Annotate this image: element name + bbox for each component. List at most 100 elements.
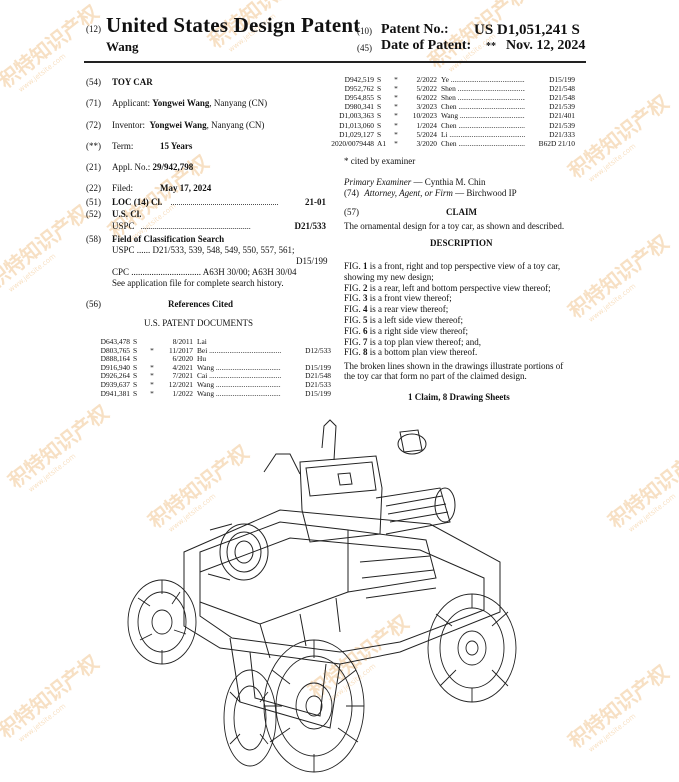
claim-text: The ornamental design for a toy car, as … bbox=[344, 221, 565, 231]
reference-kind: S bbox=[377, 75, 382, 84]
reference-kind: S bbox=[377, 102, 382, 112]
reference-class: D12/533 bbox=[305, 345, 331, 355]
claim-code: (57) bbox=[344, 207, 359, 217]
reference-number: D942,519 bbox=[344, 75, 374, 84]
reference-number: D643,478 bbox=[100, 337, 130, 346]
search-uspc-cont: D15/199 bbox=[296, 256, 328, 266]
figure-text: is a right side view thereof; bbox=[367, 325, 468, 336]
reference-star: * bbox=[150, 345, 154, 355]
field-code: (71) bbox=[86, 98, 101, 108]
reference-name: Wang bbox=[193, 389, 281, 398]
reference-kind: S bbox=[377, 84, 382, 94]
filed-label: Filed: bbox=[112, 183, 134, 193]
front-left-wheel bbox=[263, 639, 365, 773]
title-of-design: TOY CAR bbox=[112, 77, 153, 87]
cited-by-examiner-note: * cited by examiner bbox=[344, 156, 416, 166]
reference-name: Chen bbox=[437, 102, 525, 111]
reference-name: Chen bbox=[437, 139, 525, 148]
field-21: (21)Appl. No.: 29/942,798 bbox=[86, 162, 193, 172]
field-71: (71)Applicant: Yongwei Wang, Nanyang (CN… bbox=[86, 98, 267, 108]
reference-class: D21/533 bbox=[305, 380, 331, 389]
inventor-name: Yongwei Wang bbox=[149, 120, 207, 130]
reference-class: D21/539 bbox=[549, 102, 575, 112]
field-72: (72)Inventor: Yongwei Wang, Nanyang (CN) bbox=[86, 120, 264, 130]
reference-number: D888,164 bbox=[100, 354, 130, 364]
uspc-row: USPC ...................................… bbox=[112, 221, 326, 231]
reference-date: 1/2022 bbox=[172, 388, 193, 398]
reference-kind: S bbox=[133, 362, 138, 372]
reference-date: 7/2021 bbox=[172, 371, 193, 381]
search-uspc-line: USPC ...... D21/533, 539, 548, 549, 550,… bbox=[112, 245, 295, 255]
reference-number: D1,013,060 bbox=[339, 120, 374, 130]
attorney-label: Attorney, Agent, or Firm bbox=[364, 188, 453, 198]
inventor-location: , Nanyang (CN) bbox=[206, 120, 265, 130]
page-title: United States Design Patent bbox=[106, 13, 361, 37]
figure-text: showing my new design; bbox=[344, 271, 434, 282]
attorney-row: (74) Attorney, Agent, or Firm — Birchwoo… bbox=[344, 188, 517, 198]
rear-right-wheel bbox=[427, 593, 517, 703]
reference-name: Shen bbox=[437, 84, 525, 93]
figure-text: is a bottom plan view thereof. bbox=[367, 347, 478, 358]
examiner-label: Primary Examiner bbox=[344, 177, 412, 187]
toy-car-drawing bbox=[127, 419, 517, 773]
reference-date: 4/2021 bbox=[172, 362, 193, 372]
reference-number: D1,029,127 bbox=[339, 129, 374, 139]
rear-left-wheel bbox=[127, 579, 197, 665]
figure-number: 3 bbox=[363, 293, 368, 304]
attorney-name: — Birchwood IP bbox=[455, 188, 517, 198]
reference-kind: S bbox=[133, 337, 138, 346]
claims-sheets-count: 1 Claim, 8 Drawing Sheets bbox=[408, 392, 510, 402]
reference-kind: S bbox=[133, 354, 138, 364]
reference-class: D21/548 bbox=[305, 371, 331, 381]
reference-class: D21/548 bbox=[549, 93, 575, 103]
field-code: (51) bbox=[86, 197, 101, 207]
figure-label: FIG. bbox=[344, 282, 364, 293]
reference-date: 5/2022 bbox=[416, 84, 437, 94]
reference-date: 1/2024 bbox=[416, 120, 437, 130]
field-code: (52) bbox=[86, 209, 101, 219]
reference-class: D21/548 bbox=[549, 84, 575, 94]
figure-text: is a front, right and top perspective vi… bbox=[367, 261, 561, 271]
figure-description: FIG. 4 is a rear view thereof; bbox=[344, 304, 448, 314]
figure-description: FIG. 2 is a rear, left and bottom perspe… bbox=[344, 283, 551, 293]
field-code: (56) bbox=[86, 299, 101, 309]
field-code: (54) bbox=[86, 77, 101, 87]
figure-number: 7 bbox=[363, 336, 368, 347]
reference-star: * bbox=[150, 388, 154, 398]
reference-class: D15/199 bbox=[305, 362, 331, 372]
reference-kind: A1 bbox=[377, 138, 387, 148]
figure-text: is a left side view thereof; bbox=[367, 315, 463, 325]
figure-description: FIG. 3 is a front view thereof; bbox=[344, 293, 452, 303]
figure-text: is a rear, left and bottom perspective v… bbox=[367, 282, 551, 293]
reference-date: 11/2017 bbox=[169, 345, 193, 355]
us-cl-label: U.S. Cl. bbox=[112, 209, 142, 219]
figure-number: 8 bbox=[363, 347, 368, 358]
header-rule bbox=[84, 61, 586, 63]
applicant-location: , Nanyang (CN) bbox=[209, 98, 268, 108]
reference-name: Wang bbox=[437, 111, 525, 120]
filed-value: May 17, 2024 bbox=[160, 183, 212, 193]
leader-dots: ........................................… bbox=[140, 222, 251, 231]
reference-date: 12/2021 bbox=[168, 380, 193, 389]
reference-date: 10/2023 bbox=[412, 111, 437, 121]
references-cited-heading: References Cited bbox=[168, 299, 234, 309]
field-term: (**)Term:15 Years bbox=[86, 141, 192, 151]
reference-name: Lai bbox=[197, 337, 207, 346]
reference-star: * bbox=[150, 362, 154, 372]
field-58: (58)Field of Classification Search bbox=[86, 234, 224, 244]
figure-number: 4 bbox=[363, 304, 368, 315]
reference-date: 8/2011 bbox=[172, 337, 193, 346]
field-56: (56) bbox=[86, 299, 110, 309]
field-52: (52) U.S. Cl. bbox=[86, 209, 142, 219]
reference-number: 2020/0079448 bbox=[331, 138, 374, 148]
examiner-row: Primary Examiner — Cynthia M. Chin bbox=[344, 177, 486, 187]
appl-no-value: 29/942,798 bbox=[152, 162, 194, 172]
reference-star: * bbox=[150, 371, 154, 381]
